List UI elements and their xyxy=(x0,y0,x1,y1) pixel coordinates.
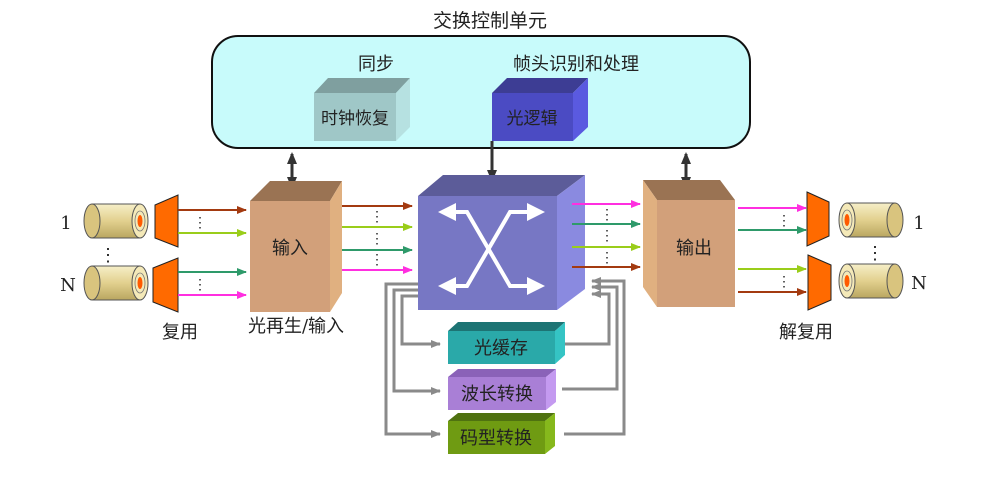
mux-bottom-ellipsis: ⋮ xyxy=(193,277,207,293)
input-caption: 光再生/输入 xyxy=(248,316,344,337)
demux-bottom xyxy=(807,254,832,311)
out-ellipsis-1: ⋮ xyxy=(600,207,614,223)
input-fiber-n xyxy=(83,265,149,301)
output-block-label: 输出 xyxy=(676,238,712,259)
output-fiber-1-label: 1 xyxy=(913,213,924,234)
wavelength-conversion-label: 波长转换 xyxy=(461,384,533,405)
crossbar-arrow-bl xyxy=(438,277,456,295)
out-ellipsis-2: ⋮ xyxy=(600,228,614,244)
crossbar-arrow-br xyxy=(527,277,545,295)
demux-bottom-ellipsis: ⋮ xyxy=(777,274,791,290)
wavelength-conversion-block: 波长转换 xyxy=(448,369,556,410)
crossbar-arrow-tr xyxy=(527,203,545,221)
optical-logic-block: 光逻辑 xyxy=(492,78,588,141)
code-conversion-label: 码型转换 xyxy=(460,428,532,449)
optical-buffer-block: 光缓存 xyxy=(448,322,565,364)
code-conversion-block: 码型转换 xyxy=(448,413,555,454)
output-block: 输出 xyxy=(643,180,735,307)
optical-buffer-label: 光缓存 xyxy=(474,338,528,359)
input-fiber-n-label: N xyxy=(60,275,76,296)
out-ellipsis-3: ⋮ xyxy=(600,250,614,266)
output-fiber-n-label: N xyxy=(911,273,927,294)
input-fiber-1 xyxy=(83,203,149,239)
mid-ellipsis-1: ⋮ xyxy=(370,209,384,225)
output-fiber-1 xyxy=(838,202,904,238)
input-fiber-ellipsis: ⋮ xyxy=(99,245,117,266)
demux-caption: 解复用 xyxy=(779,322,833,343)
mid-ellipsis-3: ⋮ xyxy=(370,252,384,268)
mux-bottom xyxy=(152,257,179,313)
mux-top xyxy=(154,194,179,248)
output-fiber-ellipsis: ⋮ xyxy=(866,243,884,264)
control-unit-title: 交换控制单元 xyxy=(433,10,547,32)
feedback-loops-right xyxy=(562,277,626,436)
demux-top-ellipsis: ⋮ xyxy=(777,213,791,229)
mux-caption: 复用 xyxy=(162,322,198,343)
mux-top-ellipsis: ⋮ xyxy=(193,215,207,231)
input-block-label: 输入 xyxy=(272,238,308,259)
optical-logic-label: 光逻辑 xyxy=(507,109,558,129)
sync-label: 同步 xyxy=(358,54,394,75)
output-fiber-n xyxy=(838,263,904,299)
crossbar-icon xyxy=(448,210,527,288)
input-regeneration-block: 输入 xyxy=(250,181,342,312)
header-processing-label: 帧头识别和处理 xyxy=(513,54,639,75)
crossbar-arrow-tl xyxy=(438,203,456,221)
control-unit: 同步 帧头识别和处理 时钟恢复 光逻辑 xyxy=(211,35,751,149)
mid-ellipsis-2: ⋮ xyxy=(370,231,384,247)
clock-recovery-label: 时钟恢复 xyxy=(321,109,389,129)
switch-fabric xyxy=(418,175,585,310)
clock-recovery-block: 时钟恢复 xyxy=(314,78,410,141)
input-fiber-1-label: 1 xyxy=(60,213,71,234)
demux-top xyxy=(806,191,830,247)
feedback-loops-left xyxy=(384,282,441,438)
